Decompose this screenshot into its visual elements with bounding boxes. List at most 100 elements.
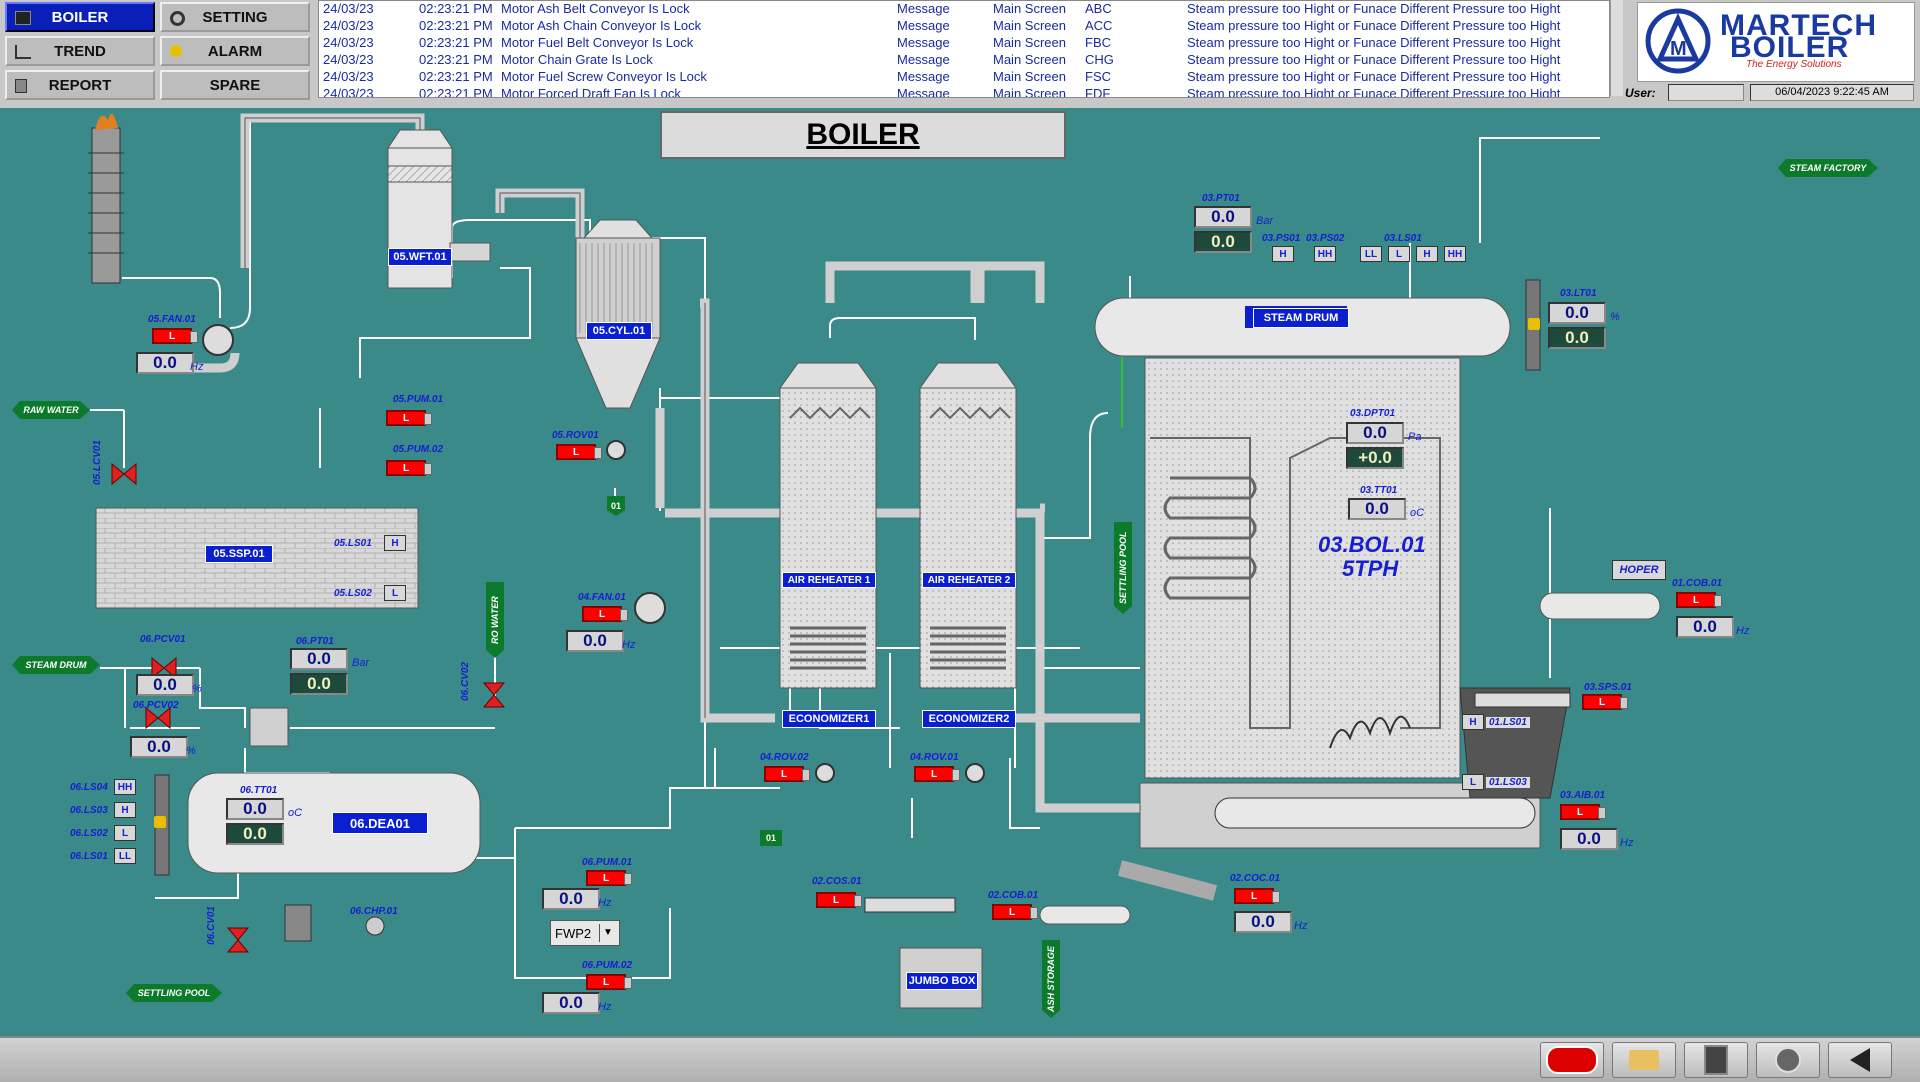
pum02-motor[interactable]: L xyxy=(386,460,432,476)
sps-motor[interactable]: L xyxy=(1582,694,1628,710)
calculator-button[interactable] xyxy=(1684,1042,1748,1078)
cv02-valve[interactable] xyxy=(482,676,506,700)
logo-emblem-icon: M xyxy=(1645,8,1711,74)
fan04-motor[interactable]: L xyxy=(582,606,628,622)
alarm-cell-screen: Main Screen xyxy=(993,1,1066,16)
nav-report-button[interactable]: REPORT xyxy=(5,70,155,100)
fwp-select[interactable]: FWP2 ▼ xyxy=(550,920,620,946)
pt03-display-b: 0.0 xyxy=(1194,231,1252,253)
jumbo-box-label[interactable]: JUMBO BOX xyxy=(906,972,978,990)
cob01-motor[interactable]: L xyxy=(1676,592,1722,608)
exit-button[interactable] xyxy=(1540,1042,1604,1078)
cyl-label[interactable]: 05.CYL.01 xyxy=(586,322,652,340)
air-reheater-1-label[interactable]: AIR REHEATER 1 xyxy=(782,572,876,588)
alarm-cell-type: Message xyxy=(897,86,950,98)
aib-tag: 03.AIB.01 xyxy=(1560,790,1606,801)
alarm-cell-type: Message xyxy=(897,52,950,67)
lt03-display-b: 0.0 xyxy=(1548,327,1606,349)
cob-motor[interactable]: L xyxy=(992,904,1038,920)
alarm-cell-desc: Steam pressure too Hight or Funace Diffe… xyxy=(1187,35,1561,50)
cos-motor[interactable]: L xyxy=(816,892,862,908)
cos-tag: 02.COS.01 xyxy=(812,876,862,887)
cob-tag: 02.COB.01 xyxy=(988,890,1039,901)
pum61-motor[interactable]: L xyxy=(586,870,632,886)
alarm-cell-date: 24/03/23 xyxy=(323,52,374,67)
ro-water-tag: RO WATER xyxy=(486,582,504,658)
nav-setting-button[interactable]: SETTING xyxy=(160,2,310,32)
logo-tagline: The Energy Solutions xyxy=(1746,59,1842,70)
pum62-tag: 06.PUM.02 xyxy=(582,960,633,971)
ls03a-hh-indicator: HH xyxy=(1444,246,1466,262)
coc-motor[interactable]: L xyxy=(1234,888,1280,904)
pum62-motor[interactable]: L xyxy=(586,974,632,990)
pcv01-tag: 06.PCV01 xyxy=(140,634,186,645)
economizer-1-label[interactable]: ECONOMIZER1 xyxy=(782,710,876,728)
fan05-motor[interactable]: L xyxy=(152,328,198,344)
cv01-valve[interactable] xyxy=(226,926,250,950)
user-field[interactable] xyxy=(1668,84,1744,101)
ls01b-tag: 06.LS01 xyxy=(70,851,108,862)
svg-text:M: M xyxy=(1670,38,1687,60)
ls01-tag: 05.LS01 xyxy=(334,538,372,549)
boiler-name: 03.BOL.01 xyxy=(1318,532,1426,557)
pcv02-valve[interactable] xyxy=(146,706,170,730)
lt03-unit: % xyxy=(1610,311,1620,323)
nav-trend-button[interactable]: TREND xyxy=(5,36,155,66)
pum01-tag: 05.PUM.01 xyxy=(393,394,444,405)
pcv01-valve[interactable] xyxy=(152,650,176,674)
nav-spare-button[interactable]: SPARE xyxy=(160,70,310,100)
alarm-cell-screen: Main Screen xyxy=(993,35,1066,50)
pum01-motor[interactable]: L xyxy=(386,410,432,426)
ls03a-tag: 03.LS01 xyxy=(1384,233,1422,244)
alarm-cell-desc: Steam pressure too Hight or Funace Diffe… xyxy=(1187,1,1561,16)
tt06-unit: oC xyxy=(288,807,303,819)
ls03a-h-indicator: H xyxy=(1416,246,1438,262)
alarm-cell-date: 24/03/23 xyxy=(323,1,374,16)
chevron-down-icon[interactable]: ▼ xyxy=(599,924,616,942)
aib-motor[interactable]: L xyxy=(1560,804,1606,820)
sound-button[interactable] xyxy=(1828,1042,1892,1078)
lock-button[interactable] xyxy=(1756,1042,1820,1078)
steam-drum-label[interactable]: STEAM DRUM xyxy=(1253,308,1349,328)
alarm-cell-date: 24/03/23 xyxy=(323,18,374,33)
fan04-hz-display: 0.0 xyxy=(566,630,624,652)
ls02b-l-indicator: L xyxy=(114,825,136,841)
tt06-tag: 06.TT01 xyxy=(240,785,278,796)
economizer-2-label[interactable]: ECONOMIZER2 xyxy=(922,710,1016,728)
ssp-label[interactable]: 05.SSP.01 xyxy=(205,545,273,563)
steam-factory-tag[interactable]: STEAM FACTORY xyxy=(1778,159,1878,177)
alarm-cell-screen: Main Screen xyxy=(993,69,1066,84)
fan04-hz-unit: Hz xyxy=(622,639,636,651)
nav-alarm-button[interactable]: ALARM xyxy=(160,36,310,66)
lt03-tag: 03.LT01 xyxy=(1560,288,1597,299)
ls03a-l-indicator: L xyxy=(1388,246,1410,262)
air-reheater-2-label[interactable]: AIR REHEATER 2 xyxy=(922,572,1016,588)
rov02-motor[interactable]: L xyxy=(764,766,810,782)
pcv02-unit: % xyxy=(186,745,196,757)
ps01-h-indicator: H xyxy=(1272,246,1294,262)
open-folder-button[interactable] xyxy=(1612,1042,1676,1078)
alarm-cell-screen: Main Screen xyxy=(993,86,1066,98)
settling-pool-tag: SETTLING POOL xyxy=(126,984,222,1002)
raw-water-tag: RAW WATER xyxy=(12,401,90,419)
wft-label[interactable]: 05.WFT.01 xyxy=(388,248,452,266)
alarm-cell-screen: Main Screen xyxy=(993,18,1066,33)
lcv-valve[interactable] xyxy=(110,452,134,476)
rov05-motor[interactable]: L xyxy=(556,444,602,460)
alarm-cell-code: ABC xyxy=(1085,1,1112,16)
fan05-hz-display: 0.0 xyxy=(136,352,194,374)
nav-boiler-button[interactable]: BOILER xyxy=(5,2,155,32)
deaerator-label[interactable]: 06.DEA01 xyxy=(332,812,428,834)
tt03-display: 0.0 xyxy=(1348,498,1406,520)
alarm-list-scrollbar[interactable] xyxy=(1610,0,1623,96)
ls03-tag: 06.LS03 xyxy=(70,805,108,816)
rov01-motor[interactable]: L xyxy=(914,766,960,782)
hoper-label: HOPER xyxy=(1612,560,1666,580)
